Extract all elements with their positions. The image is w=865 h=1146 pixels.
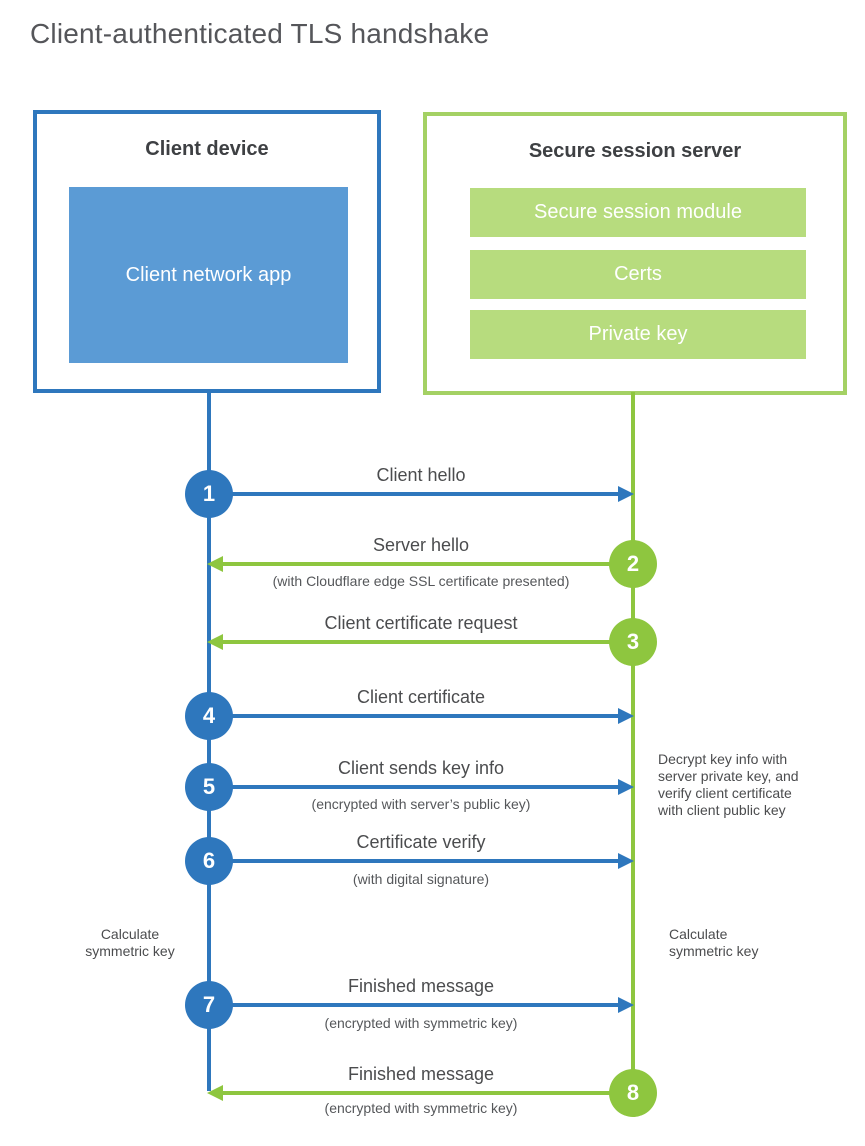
arrowhead-right-icon	[618, 997, 634, 1013]
client-device-label: Client device	[145, 138, 269, 160]
arrowhead-right-icon	[618, 486, 634, 502]
step-2-sublabel: (with Cloudflare edge SSL certificate pr…	[272, 573, 570, 589]
client-network-app-box: Client network app	[69, 187, 348, 363]
step-2-label: Server hello	[372, 535, 470, 555]
server-module-bar: Secure session module	[470, 188, 806, 237]
page-title: Client-authenticated TLS handshake	[30, 18, 490, 49]
client-network-app-label: Client network app	[125, 263, 292, 286]
step-1-label: Client hello	[376, 465, 466, 485]
step-2-badge: 2	[609, 540, 657, 588]
step-3-badge: 3	[609, 618, 657, 666]
step-6-badge: 6	[185, 837, 233, 885]
step-3-arrow	[222, 640, 633, 644]
arrowhead-right-icon	[618, 708, 634, 724]
step-5-badge: 5	[185, 763, 233, 811]
step-4-label: Client certificate	[356, 687, 486, 707]
arrowhead-right-icon	[618, 779, 634, 795]
client-calculate-note: Calculate symmetric key	[85, 926, 175, 959]
secure-session-server-label: Secure session server	[528, 140, 742, 162]
step-7-badge: 7	[185, 981, 233, 1029]
server-certs-bar: Certs	[470, 250, 806, 299]
step-7-arrow	[209, 1003, 619, 1007]
step-3-label: Client certificate request	[324, 613, 518, 633]
step-7-label: Finished message	[347, 976, 495, 996]
client-device-box: Client device Client network app	[33, 110, 381, 393]
server-private-key-bar: Private key	[470, 310, 806, 359]
server-calculate-note: Calculate symmetric key	[669, 926, 759, 959]
client-lifeline	[207, 390, 211, 1091]
step-8-arrow	[222, 1091, 633, 1095]
step-8-sublabel: (encrypted with symmetric key)	[324, 1100, 518, 1116]
server-decrypt-note: Decrypt key info with server private key…	[658, 751, 799, 818]
arrowhead-right-icon	[618, 853, 634, 869]
step-2-arrow	[222, 562, 633, 566]
step-4-badge: 4	[185, 692, 233, 740]
step-6-label: Certificate verify	[356, 832, 486, 852]
step-6-arrow	[209, 859, 619, 863]
step-5-sublabel: (encrypted with server’s public key)	[311, 796, 531, 812]
step-8-label: Finished message	[347, 1064, 495, 1084]
step-1-badge: 1	[185, 470, 233, 518]
step-6-sublabel: (with digital signature)	[352, 871, 490, 887]
step-5-arrow	[209, 785, 619, 789]
arrowhead-left-icon	[207, 1085, 223, 1101]
step-1-arrow	[209, 492, 619, 496]
step-7-sublabel: (encrypted with symmetric key)	[324, 1015, 518, 1031]
step-4-arrow	[209, 714, 619, 718]
arrowhead-left-icon	[207, 556, 223, 572]
arrowhead-left-icon	[207, 634, 223, 650]
step-8-badge: 8	[609, 1069, 657, 1117]
step-5-label: Client sends key info	[337, 758, 505, 778]
server-lifeline	[631, 392, 635, 1093]
secure-session-server-box: Secure session server Secure session mod…	[423, 112, 847, 395]
